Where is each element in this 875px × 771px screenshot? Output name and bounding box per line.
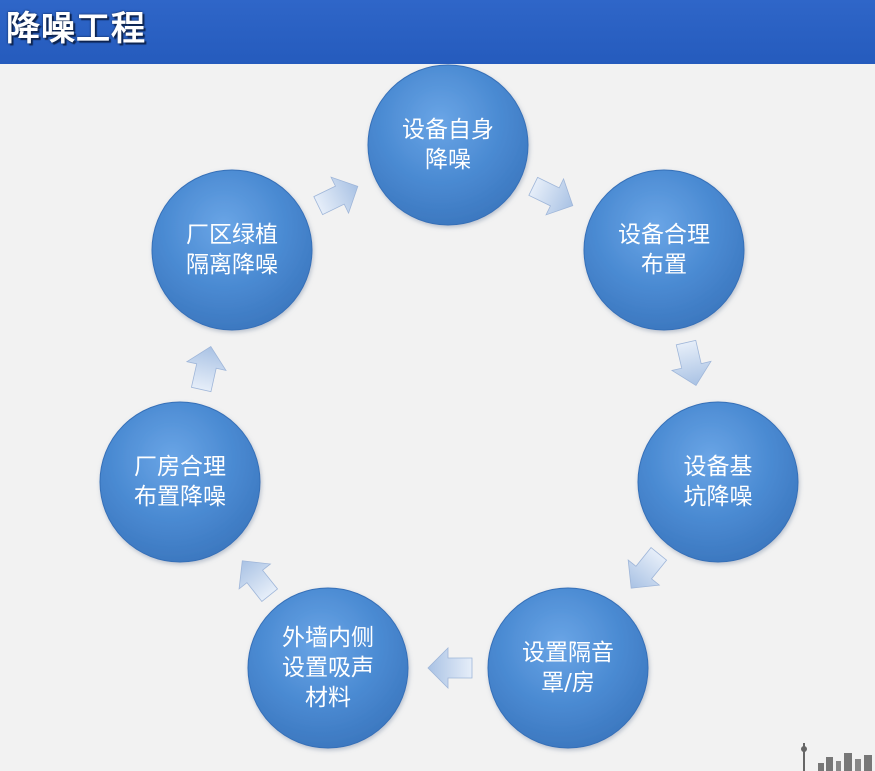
cycle-arrow-5 xyxy=(238,560,279,603)
cycle-node-2 xyxy=(583,169,745,331)
cycle-node-label-4: 设置隔音 罩/房 xyxy=(522,640,614,696)
cycle-arrow-1 xyxy=(528,176,574,216)
cycle-arrow-2 xyxy=(670,339,712,386)
cycle-node-7 xyxy=(151,169,313,331)
cycle-arrow-7 xyxy=(313,176,359,216)
cycle-node-label-1: 设备自身 降噪 xyxy=(402,117,494,173)
cycle-arrow-4 xyxy=(427,647,473,689)
cycle-node-label-3: 设备基 坑降噪 xyxy=(683,454,753,510)
page-title: 降噪工程 xyxy=(6,9,146,49)
cycle-arrow-3 xyxy=(627,547,668,589)
cycle-arrow-6 xyxy=(185,345,227,393)
cycle-node-1 xyxy=(367,64,529,226)
cycle-node-label-5: 外墙内侧 设置吸声 材料 xyxy=(282,625,374,711)
skyline-decoration xyxy=(801,743,872,771)
header-bar: 降噪工程 xyxy=(0,0,875,64)
cycle-node-label-6: 厂房合理 布置降噪 xyxy=(134,454,226,510)
cycle-node-6 xyxy=(99,401,261,563)
cycle-node-5 xyxy=(247,587,409,749)
cycle-node-label-2: 设备合理 布置 xyxy=(618,222,710,278)
cycle-node-3 xyxy=(637,401,799,563)
cycle-node-4 xyxy=(487,587,649,749)
cycle-node-label-7: 厂区绿植 隔离降噪 xyxy=(186,222,278,278)
